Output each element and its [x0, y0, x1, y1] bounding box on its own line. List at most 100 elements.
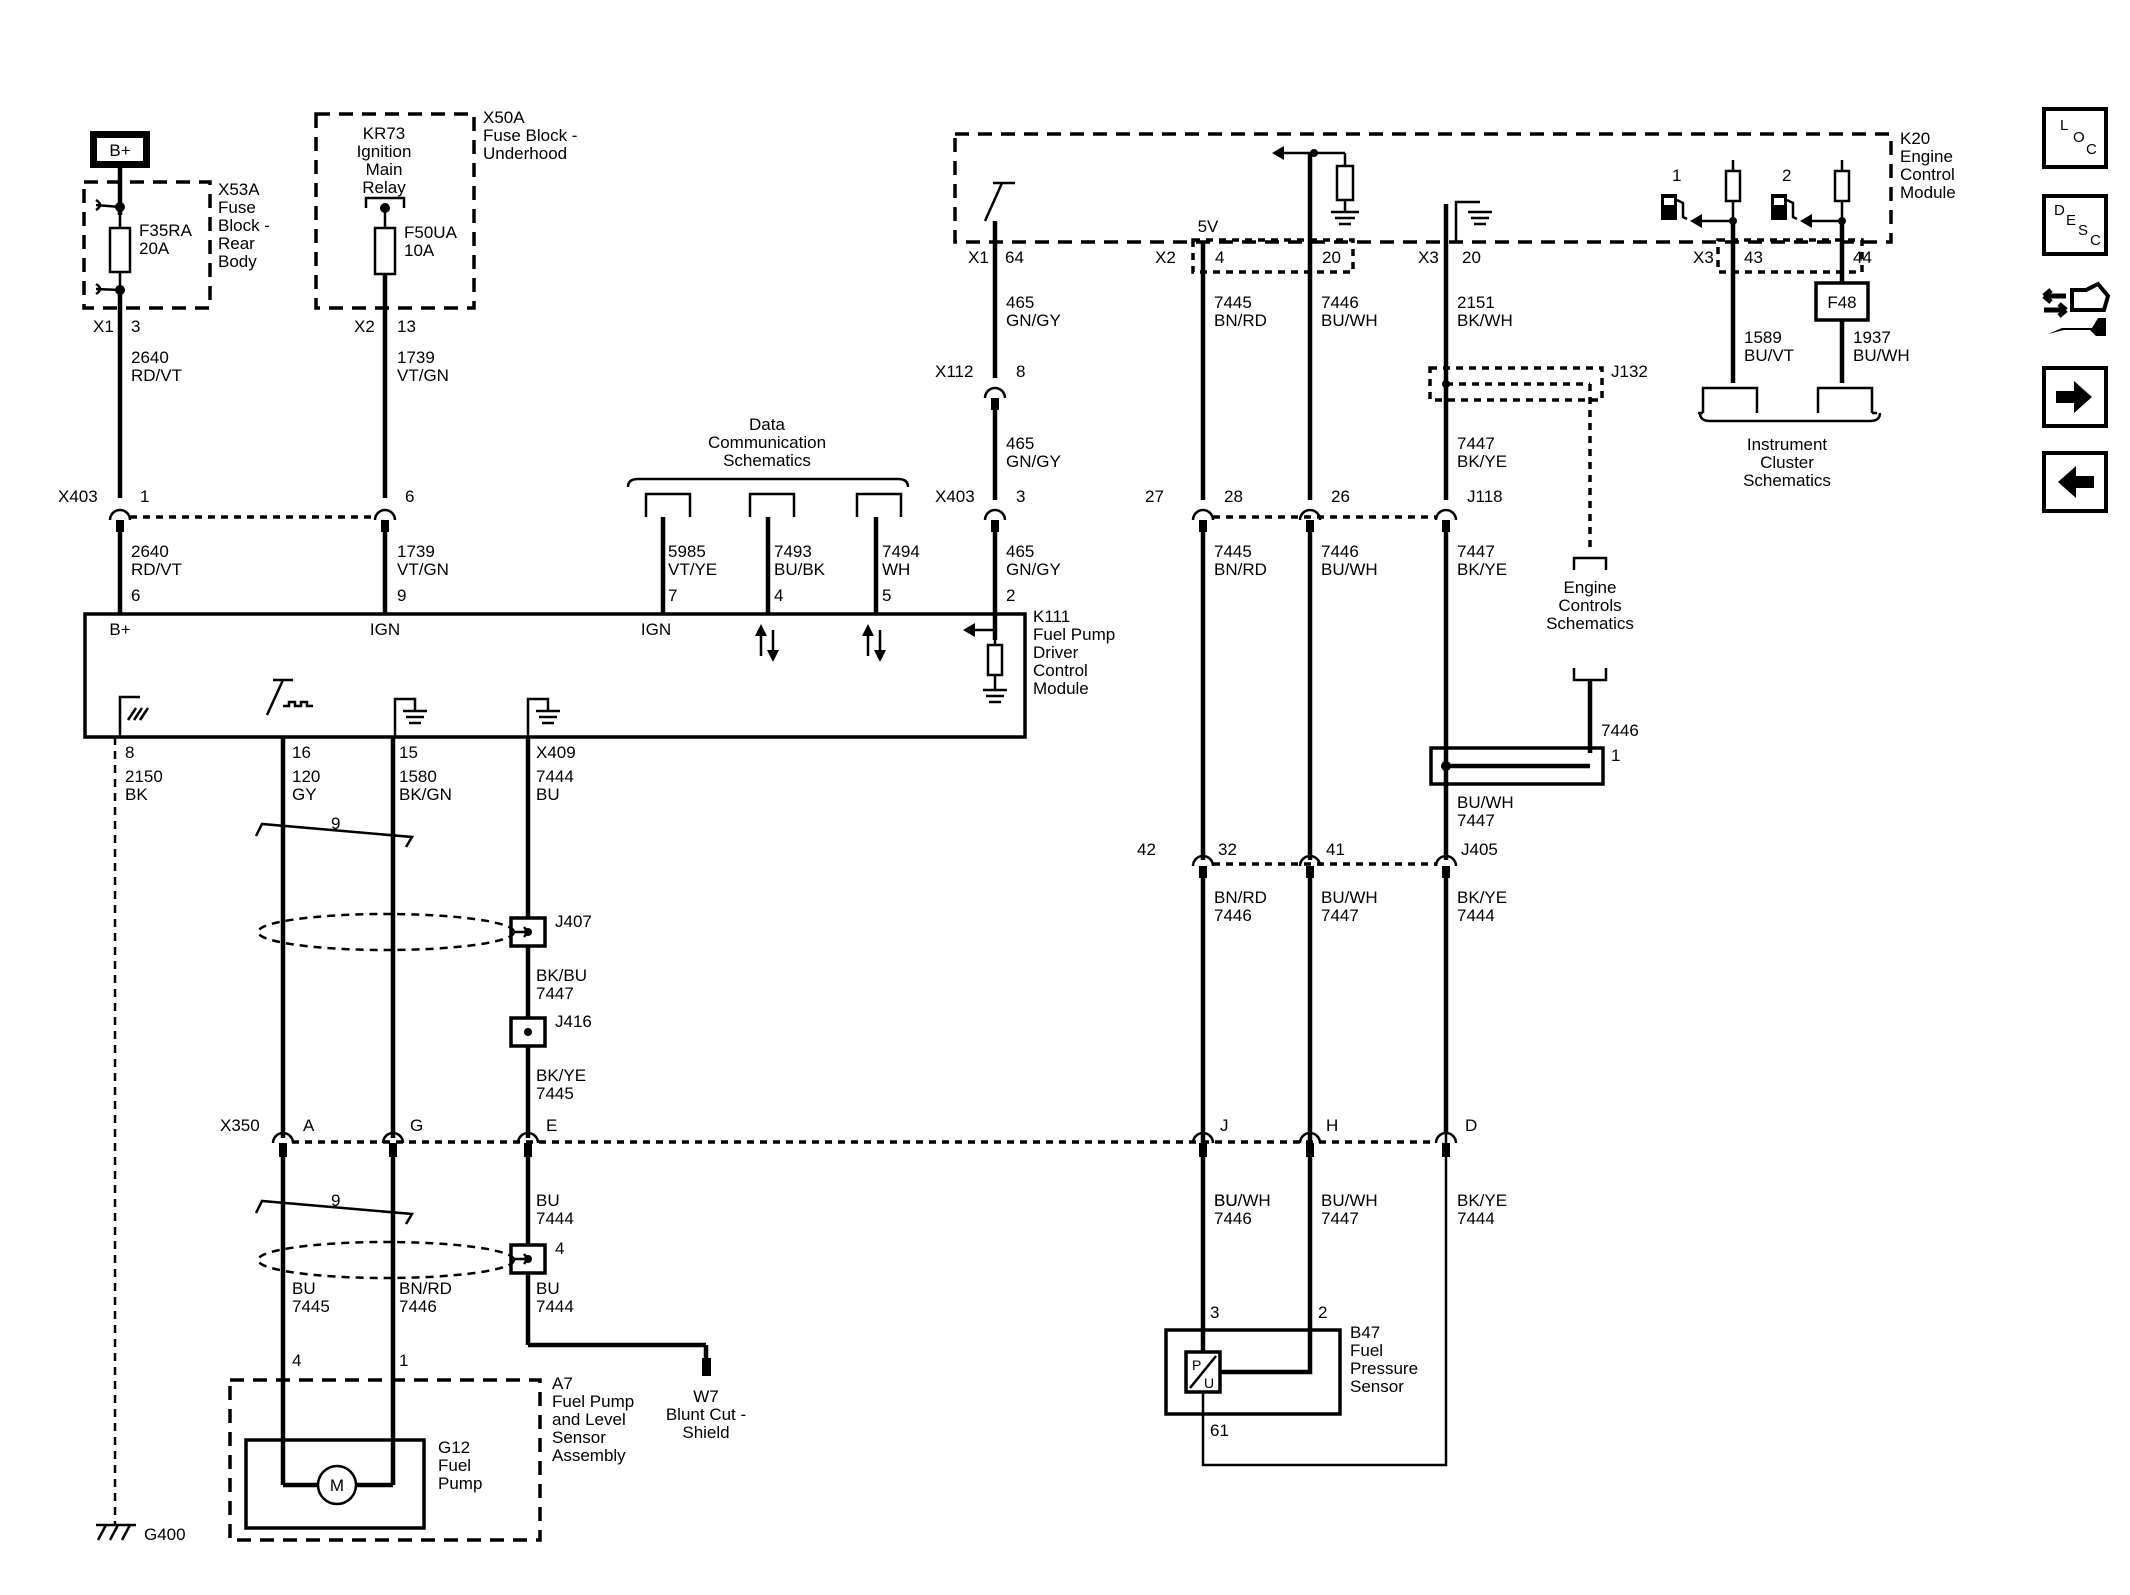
- gauge-1-label: 1: [1672, 166, 1681, 185]
- wire-circuit: 1937: [1853, 328, 1891, 347]
- wire-circuit: 7494: [882, 542, 920, 561]
- twist-label: 9: [331, 814, 340, 833]
- pin-label: J405: [1461, 840, 1498, 859]
- connector-label: X403: [58, 487, 98, 506]
- svg-text:Fuel: Fuel: [1350, 1341, 1383, 1360]
- bidirectional-arrow-icon: [862, 624, 886, 662]
- wire-color: BK/YE: [1457, 452, 1507, 471]
- pin-label: 2: [1006, 586, 1015, 605]
- svg-text:Fuse: Fuse: [218, 198, 256, 217]
- pin-label: 61: [1210, 1421, 1229, 1440]
- wire-color: 7447: [1321, 1209, 1359, 1228]
- previous-page-button[interactable]: [2042, 451, 2108, 513]
- svg-text:and Level: and Level: [552, 1410, 626, 1429]
- ground-icon: [393, 697, 427, 737]
- connector-label: 42: [1137, 840, 1156, 859]
- nav-letter: E: [2066, 212, 2077, 229]
- pin-label: 8: [125, 743, 134, 762]
- pin-label: 16: [292, 743, 311, 762]
- wire-color: RD/VT: [131, 560, 182, 579]
- gauge-2-label: 2: [1782, 166, 1791, 185]
- resistor-icon: [1335, 164, 1355, 202]
- wire-circuit: BU/WH: [1321, 888, 1378, 907]
- svg-text:Blunt Cut -: Blunt Cut -: [666, 1405, 746, 1424]
- k111-ign-label: IGN: [370, 620, 400, 639]
- wire-color: 7445: [536, 1084, 574, 1103]
- connector-tool-button[interactable]: [2040, 278, 2112, 348]
- svg-text:Fuel: Fuel: [438, 1456, 471, 1475]
- wire-color: BU/VT: [1744, 346, 1794, 365]
- pin-label: 32: [1218, 840, 1237, 859]
- wire-color: 7446: [1214, 1209, 1252, 1228]
- f48-label: F48: [1827, 293, 1856, 312]
- x50a-fuse-block: [314, 112, 476, 310]
- svg-text:Fuel Pump: Fuel Pump: [552, 1392, 634, 1411]
- sensor-u-label: U: [1204, 1375, 1214, 1391]
- wire-color: GN/GY: [1006, 452, 1061, 471]
- wrench-connector-icon: [2042, 281, 2111, 336]
- wire-color: 7447: [536, 984, 574, 1003]
- svg-text:G12: G12: [438, 1438, 470, 1457]
- wire-circuit: 2640: [131, 348, 169, 367]
- kr73-label: KR73 Ignition Main Relay: [357, 124, 412, 197]
- pin-label: 1: [399, 1351, 408, 1370]
- next-page-button[interactable]: [2042, 366, 2108, 428]
- pin-label: 20: [1322, 248, 1341, 267]
- pin-label: 1: [140, 487, 149, 506]
- wire-color: 7444: [536, 1297, 574, 1316]
- a7-fuel-pump-assembly: [228, 1378, 542, 1542]
- wire-circuit: 1589: [1744, 328, 1782, 347]
- pin-label: 5: [882, 586, 891, 605]
- motor-icon: [316, 1464, 358, 1506]
- svg-text:Module: Module: [1033, 679, 1089, 698]
- svg-text:Engine: Engine: [1900, 147, 1953, 166]
- x50a-label: X50A Fuse Block - Underhood: [483, 108, 577, 163]
- fuel-pump-icon: [1661, 194, 1688, 221]
- wire-circuit: BU/WH: [1321, 1191, 1378, 1210]
- data-comm-label: Data Communication Schematics: [708, 415, 826, 470]
- resistor-icon: [1724, 169, 1742, 203]
- w7-label: W7 Blunt Cut - Shield: [666, 1387, 746, 1442]
- connector-label: X1: [968, 248, 989, 267]
- j132-splice: [1429, 746, 1605, 786]
- ground-icon: [983, 688, 1007, 704]
- pin-label: 2: [1318, 1303, 1327, 1322]
- ground-icon: [1331, 210, 1359, 226]
- wire-color: 7447: [1457, 811, 1495, 830]
- wire-color: BN/RD: [1214, 311, 1267, 330]
- wire-color: WH: [882, 560, 910, 579]
- svg-text:Communication: Communication: [708, 433, 826, 452]
- pin-label: J118: [1467, 487, 1503, 506]
- connector-label: X350: [220, 1116, 260, 1135]
- location-view-button[interactable]: L O C: [2042, 107, 2108, 169]
- twisted-pair-marker: [254, 1199, 415, 1225]
- j416-label: 4: [555, 1239, 564, 1258]
- wire-color: BU/BK: [774, 560, 826, 579]
- wire-circuit: BU: [1214, 1191, 1238, 1210]
- x409-terminals: [1191, 854, 1458, 878]
- f50ua-fuse: [373, 226, 397, 276]
- f35ra-label: F35RA: [139, 221, 193, 240]
- description-view-button[interactable]: D E S C: [2042, 194, 2108, 256]
- twisted-pair-marker: [254, 822, 415, 848]
- svg-text:Shield: Shield: [682, 1423, 729, 1442]
- j405-splice: [509, 916, 547, 948]
- wire-color: 7444: [1457, 906, 1495, 925]
- wire-color: 7445: [292, 1297, 330, 1316]
- pin-label: J: [1220, 1116, 1229, 1135]
- arrow-left-icon: [2058, 466, 2094, 498]
- w7-blunt-cut: [702, 1358, 711, 1376]
- bplus-label: B+: [109, 141, 130, 160]
- g400-ground-icon: [96, 1523, 136, 1541]
- wire-color: GY: [292, 785, 317, 804]
- wire-circuit: 2640: [131, 542, 169, 561]
- pin-label: 20: [1462, 248, 1481, 267]
- wire-color: VT/GN: [397, 560, 449, 579]
- wire-circuit: 465: [1006, 293, 1034, 312]
- connector-label: X2: [354, 317, 375, 336]
- pin-label: 4: [1215, 248, 1224, 267]
- wire-circuit: 7447: [1457, 542, 1495, 561]
- pin-label: 6: [405, 487, 414, 506]
- j407-label: J416: [555, 1012, 592, 1031]
- wire-color: 7446: [1214, 906, 1252, 925]
